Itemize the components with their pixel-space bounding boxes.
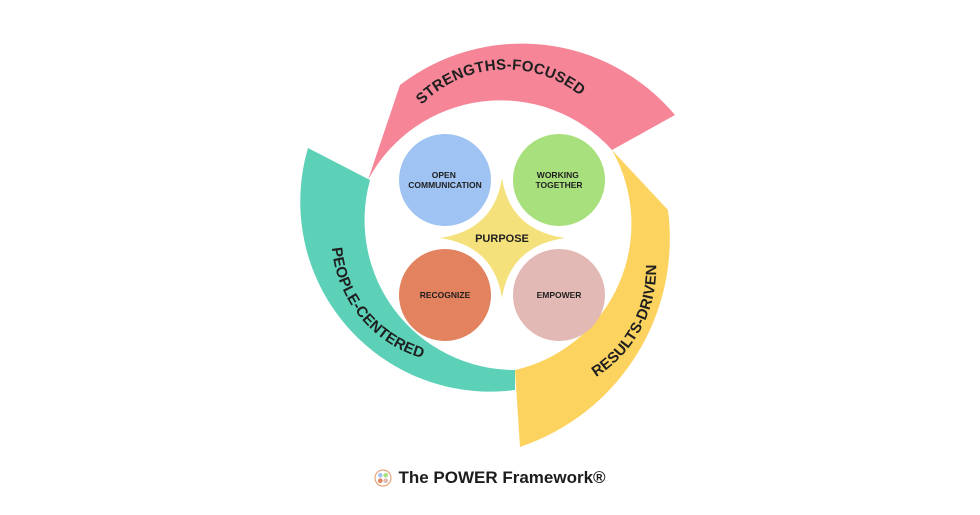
- purpose-label: PURPOSE: [475, 233, 529, 245]
- arc-strengths-focused: [368, 43, 675, 180]
- pillar-label-recognize: RECOGNIZE: [420, 290, 471, 300]
- arc-results-driven: [515, 150, 670, 447]
- footer: The POWER Framework®: [0, 464, 980, 492]
- purpose-star: [440, 178, 565, 298]
- pillar-label-working-together: WORKING TOGETHER: [535, 170, 582, 190]
- pillar-circle-working-together: [513, 134, 605, 226]
- pillar-circle-recognize: [399, 249, 491, 341]
- pillar-label-empower: EMPOWER: [537, 290, 582, 300]
- pillar-label-open-communication: OPEN COMMUNICATION: [408, 170, 482, 190]
- arc-people-centered: [300, 148, 515, 392]
- pillar-circle-empower: [513, 249, 605, 341]
- footer-title: The POWER Framework®: [398, 468, 606, 487]
- pillar-circle-open-communication: [399, 134, 491, 226]
- power-framework-logo-icon: [374, 469, 393, 487]
